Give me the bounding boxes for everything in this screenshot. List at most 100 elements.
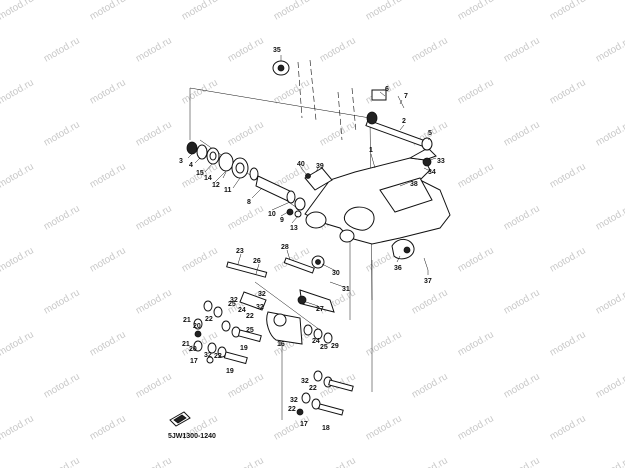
- bearing-20b: [193, 340, 203, 352]
- bushing-17b: [296, 408, 304, 416]
- part-35-group: [272, 60, 290, 76]
- callout-25b: 25: [246, 327, 254, 334]
- bushing-10: [294, 197, 306, 211]
- seal-32d: [207, 342, 217, 354]
- callout-38: 38: [410, 181, 418, 188]
- callout-40: 40: [297, 161, 305, 168]
- swing-arm-end: [408, 147, 437, 161]
- callout-36: 36: [394, 265, 402, 272]
- seal-32b: [213, 306, 223, 318]
- callout-32a: 32: [258, 291, 266, 298]
- nut-33: [422, 157, 432, 167]
- callout-21b: 21: [182, 341, 190, 348]
- callout-32d: 32: [204, 352, 212, 359]
- callout-17a: 17: [190, 358, 198, 365]
- callout-34: 34: [428, 169, 436, 176]
- dash-line-mid: [337, 91, 343, 141]
- linkage-group: [226, 255, 335, 345]
- callout-32c: 32: [256, 304, 264, 311]
- seal-32f: [301, 392, 311, 404]
- bearing-15-inner: [209, 151, 217, 161]
- swing-arm-cutout: [343, 206, 375, 231]
- washer-13: [294, 210, 302, 218]
- axle-nut-5: [421, 137, 433, 151]
- protector-36-hole: [403, 246, 411, 254]
- callout-33: 33: [437, 158, 445, 165]
- nut-30-center: [315, 259, 321, 265]
- callout-3: 3: [179, 158, 183, 165]
- plate-6: [371, 89, 387, 101]
- callout-24a: 24: [238, 307, 246, 314]
- callout-30: 30: [332, 270, 340, 277]
- callout-12: 12: [212, 182, 220, 189]
- seal-24b: [303, 324, 313, 336]
- callout-29: 29: [331, 343, 339, 350]
- small-parts-left: [193, 300, 262, 365]
- callout-22b: 22: [205, 316, 213, 323]
- callout-22c: 22: [214, 353, 222, 360]
- callout-32b: 32: [230, 297, 238, 304]
- callout-26: 26: [253, 258, 261, 265]
- callout-18: 18: [322, 425, 330, 432]
- protector-36: [391, 239, 415, 260]
- callout-15: 15: [196, 170, 204, 177]
- callout-4: 4: [189, 162, 193, 169]
- collar-19b: [223, 351, 248, 365]
- leader-lines: [187, 55, 437, 347]
- callout-20a: 20: [193, 323, 201, 330]
- seal-4: [196, 144, 208, 160]
- callout-9: 9: [280, 217, 284, 224]
- callout-1: 1: [369, 147, 373, 154]
- callout-20b: 20: [189, 346, 197, 353]
- callout-39: 39: [316, 163, 324, 170]
- axle-assembly: [365, 89, 433, 167]
- collar-8-end: [286, 190, 296, 204]
- swing-arm: [304, 147, 451, 245]
- bearing-12-inner: [235, 162, 245, 174]
- ring-11: [249, 167, 259, 181]
- callout-17b: 17: [300, 421, 308, 428]
- protector-36-group: [391, 239, 429, 271]
- reference-emblem: [169, 411, 191, 427]
- callout-25a: 25: [228, 301, 236, 308]
- axle-head: [366, 111, 378, 125]
- callout-5: 5: [428, 130, 432, 137]
- bolt-23: [226, 261, 268, 278]
- collar-19a: [237, 329, 262, 343]
- callout-7: 7: [404, 93, 408, 100]
- callout-24b: 24: [312, 338, 320, 345]
- callout-19a: 19: [240, 345, 248, 352]
- bearing-29: [323, 332, 333, 344]
- callout-22d: 22: [309, 385, 317, 392]
- axis-line-link: [254, 281, 321, 331]
- screw-37: [423, 257, 429, 271]
- bolt-18-upper: [328, 379, 354, 392]
- seal-32a: [203, 300, 213, 312]
- callout-35: 35: [273, 47, 281, 54]
- relay-arm-16-boss: [273, 313, 287, 327]
- callout-10: 10: [268, 211, 276, 218]
- callout-16: 16: [277, 341, 285, 348]
- seal-32e: [313, 370, 323, 382]
- bolt-18: [318, 403, 344, 416]
- callout-21a: 21: [183, 317, 191, 324]
- washer-9: [286, 208, 294, 216]
- callout-27: 27: [316, 306, 324, 313]
- callout-22a: 22: [246, 313, 254, 320]
- bearing-stack: [186, 141, 259, 181]
- bolt-28: [283, 257, 315, 274]
- callout-14: 14: [204, 175, 212, 182]
- callout-22e: 22: [288, 406, 296, 413]
- callout-11: 11: [224, 187, 232, 194]
- callout-25c: 25: [320, 344, 328, 351]
- swing-arm-web: [379, 177, 433, 213]
- small-parts-lower: [296, 370, 354, 416]
- seal-25c: [313, 328, 323, 340]
- collar-group: [255, 175, 306, 218]
- callout-19b: 19: [226, 368, 234, 375]
- callout-labels: 35 6 7 2 5 1 40 39 33 34 38 3 4 15 14 12…: [179, 47, 445, 432]
- callout-32e: 32: [301, 378, 309, 385]
- relay-arm-27-hole: [297, 295, 307, 305]
